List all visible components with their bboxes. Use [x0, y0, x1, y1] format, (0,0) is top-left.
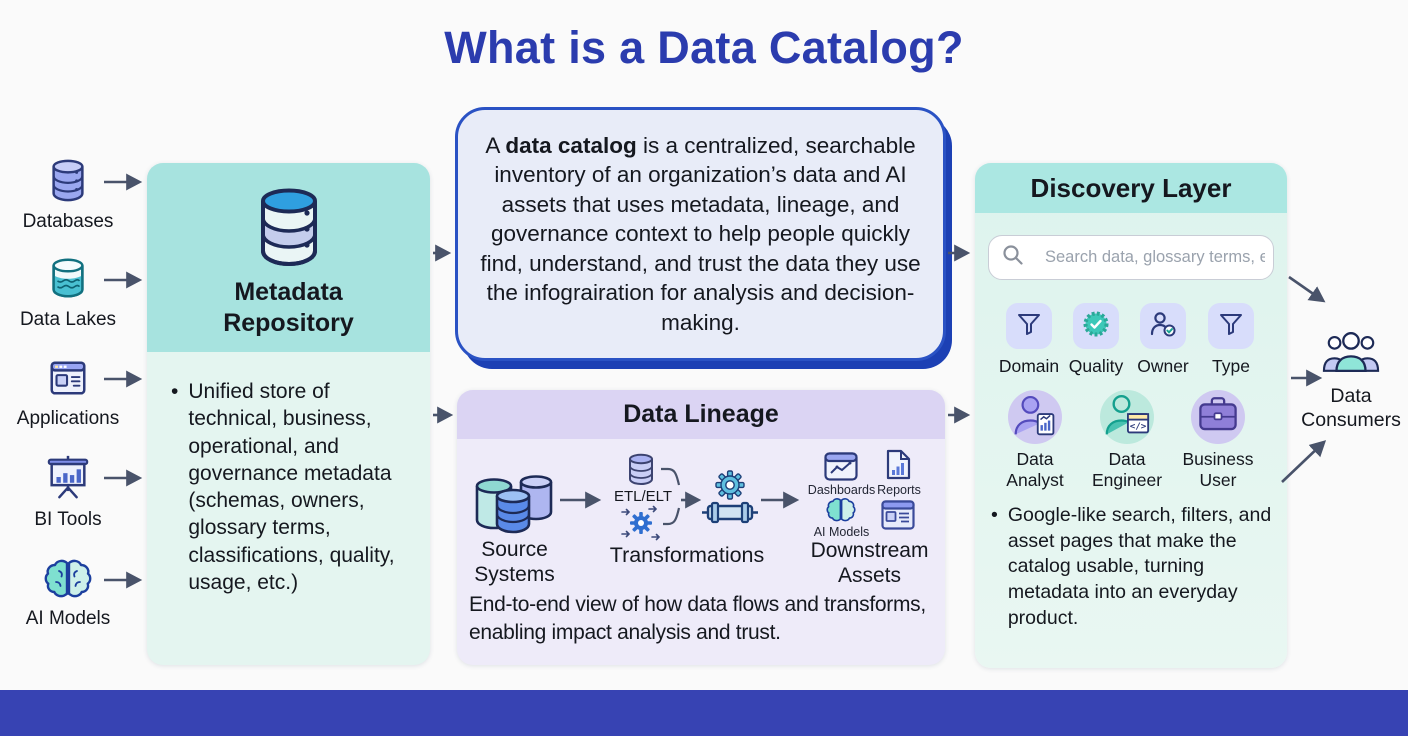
persona-label-analyst: Data Analyst: [1006, 449, 1064, 490]
definition-prefix: A: [485, 132, 506, 158]
metadata-repository-bullet: Unified store of technical, business, op…: [147, 352, 430, 596]
search-icon: [1001, 243, 1025, 272]
metadata-repository-box: Metadata Repository Unified store of tec…: [147, 163, 430, 665]
data-consumers: Data Consumers: [1294, 330, 1408, 433]
etl-label: ETL/ELT: [613, 488, 673, 505]
discovery-bullet-text: Google-like search, filters, and asset p…: [1007, 504, 1272, 629]
metadata-repository-header: Metadata Repository: [147, 163, 430, 352]
source-systems-label: Source Systems: [474, 538, 555, 586]
quality-badge-icon: [1081, 309, 1111, 344]
data-lineage-box: Data Lineage Source Systems ETL/ELT: [457, 390, 945, 665]
user-check-icon: [1148, 309, 1178, 344]
filter-label-domain: Domain: [998, 356, 1060, 376]
reports-label: Reports: [877, 483, 921, 497]
funnel-icon: [1217, 310, 1245, 343]
persona-data-engineer: </>: [1100, 390, 1154, 444]
dashboards-label: Dashboards: [807, 483, 876, 497]
persona-business-user: [1191, 390, 1245, 444]
analyst-icon: [1010, 392, 1060, 443]
svg-text:</>: </>: [1130, 420, 1147, 431]
source-systems-icon: [471, 472, 557, 541]
transformations-icon: [700, 468, 760, 535]
data-lineage-title: Data Lineage: [457, 390, 945, 439]
data-consumers-label: Data Consumers: [1301, 385, 1401, 431]
ai-models-icon: [44, 559, 92, 604]
bi-tools-icon: [44, 455, 92, 505]
etl-gear-icon: [619, 504, 665, 547]
ai-models-small-icon: [826, 497, 856, 528]
source-label: Databases: [22, 211, 114, 232]
metadata-repository-title: Metadata Repository: [223, 278, 354, 338]
page-title: What is a Data Catalog?: [444, 22, 964, 73]
data-lineage-caption: End-to-end view of how data flows and tr…: [469, 593, 926, 644]
source-label: Applications: [16, 408, 120, 429]
source-label: AI Models: [25, 608, 111, 629]
search-bar[interactable]: [988, 235, 1274, 280]
source-item-ai-models: AI Models: [6, 558, 130, 630]
source-label: Data Lakes: [19, 309, 117, 330]
definition-term: data catalog: [505, 132, 637, 158]
engineer-icon: </>: [1101, 392, 1153, 443]
etl-database-icon: [625, 452, 657, 491]
filter-chip-owner[interactable]: [1140, 303, 1186, 349]
lineage-ai-models-label: AI Models: [813, 525, 870, 539]
source-item-applications: Applications: [6, 356, 130, 430]
applications-icon: [45, 361, 91, 404]
filter-label-owner: Owner: [1137, 356, 1189, 376]
dashboards-icon: [824, 452, 858, 486]
source-item-data-lakes: Data Lakes: [6, 255, 130, 331]
definition-callout: A data catalog is a centralized, searcha…: [455, 107, 946, 361]
transformations-label: Transformations: [609, 543, 765, 567]
source-item-databases: Databases: [6, 157, 130, 233]
persona-label-business: Business User: [1182, 449, 1254, 490]
source-item-bi-tools: BI Tools: [6, 453, 130, 531]
downstream-assets-label: Downstream Assets: [810, 539, 929, 587]
filter-chip-domain[interactable]: [1006, 303, 1052, 349]
persona-data-analyst: [1008, 390, 1062, 444]
source-label: BI Tools: [34, 509, 102, 530]
filter-label-quality: Quality: [1068, 356, 1124, 376]
discovery-layer-title: Discovery Layer: [975, 163, 1287, 213]
filter-label-type: Type: [1212, 356, 1250, 376]
footer-bar: [0, 690, 1408, 736]
definition-rest: is a centralized, searchable inventory o…: [480, 132, 921, 335]
definition-text: A data catalog is a centralized, searcha…: [458, 121, 943, 347]
database-stack-icon: [260, 188, 317, 267]
filter-chip-type[interactable]: [1208, 303, 1254, 349]
discovery-bullet: Google-like search, filters, and asset p…: [991, 503, 1274, 632]
funnel-icon: [1015, 310, 1043, 343]
search-input[interactable]: [1043, 247, 1267, 268]
reports-icon: [886, 449, 911, 485]
metadata-repository-bullet-text: Unified store of technical, business, op…: [188, 380, 395, 595]
people-group-icon: [1322, 332, 1380, 379]
databases-icon: [45, 159, 91, 207]
discovery-layer-box: Discovery Layer Domain Quality Owner Typ…: [975, 163, 1287, 668]
filter-chip-quality[interactable]: [1073, 303, 1119, 349]
data-lakes-icon: [45, 258, 91, 305]
briefcase-icon: [1196, 395, 1240, 440]
persona-label-engineer: Data Engineer: [1091, 449, 1163, 490]
app-window-small-icon: [881, 500, 915, 535]
